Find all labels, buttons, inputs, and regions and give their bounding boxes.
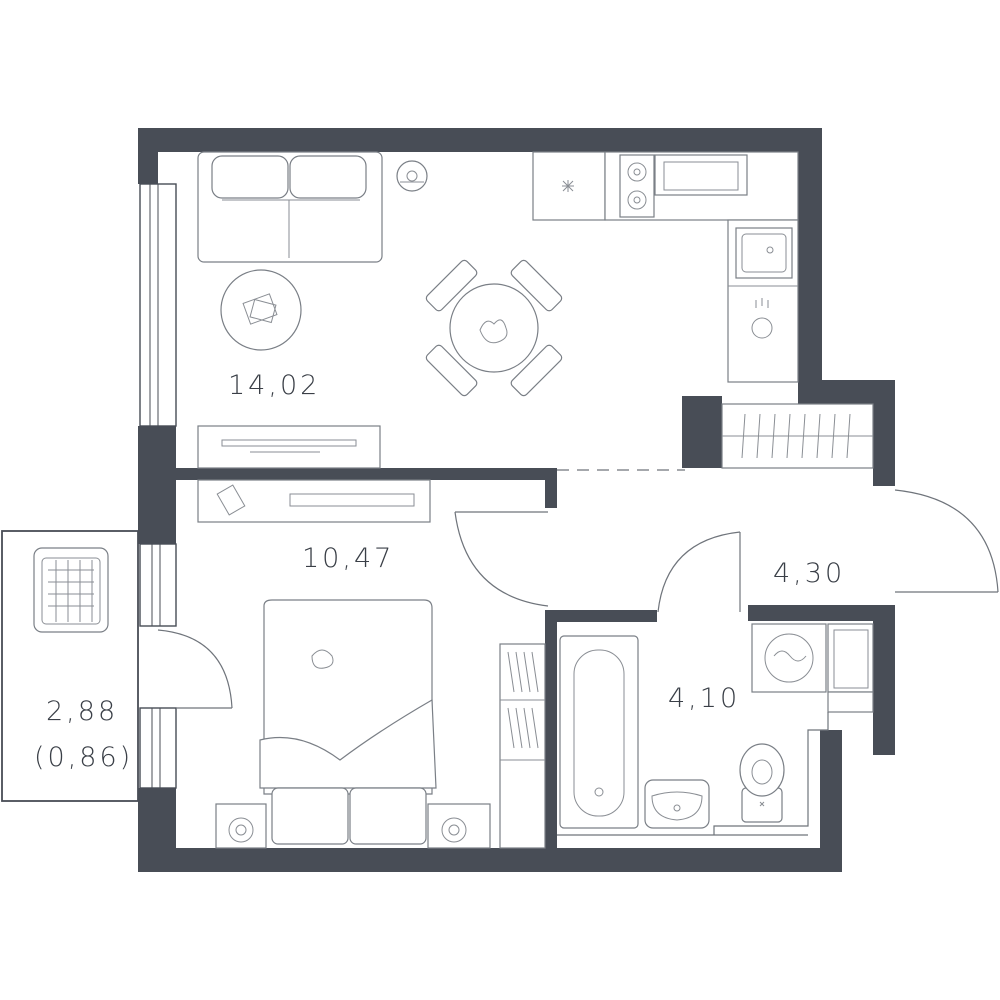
coffee-table-icon bbox=[220, 269, 302, 351]
tv-stand-icon bbox=[197, 425, 381, 469]
sofa-icon bbox=[197, 151, 383, 263]
bed-icon bbox=[259, 599, 437, 845]
steering-wheel-icon bbox=[396, 160, 428, 192]
door-swings bbox=[157, 489, 999, 709]
bedroom-area: 10,47 bbox=[302, 543, 395, 574]
windows bbox=[139, 183, 177, 789]
sink-icon bbox=[644, 779, 710, 829]
bathtub-icon bbox=[559, 635, 639, 829]
fan-icon bbox=[215, 803, 491, 849]
sink-icon bbox=[735, 227, 793, 279]
bathroom-area: 4,10 bbox=[668, 683, 741, 714]
dishwasher-icon bbox=[728, 285, 798, 339]
bathroom-partition bbox=[713, 712, 829, 835]
walls bbox=[138, 128, 895, 872]
living-kitchen-area: 14,02 bbox=[228, 370, 321, 401]
dining-table-icon bbox=[425, 259, 563, 397]
laundry-basket-icon bbox=[33, 547, 109, 633]
hallway-area: 4,30 bbox=[773, 558, 846, 589]
stove-icon bbox=[619, 154, 655, 218]
washing-machine-icon bbox=[751, 623, 827, 693]
toilet-icon bbox=[739, 743, 785, 823]
desk-icon bbox=[197, 479, 431, 523]
wardrobe-icon bbox=[721, 403, 874, 469]
oven-icon bbox=[654, 154, 748, 196]
balcony-area: 2,88 bbox=[46, 696, 119, 727]
shelf-icon bbox=[499, 643, 546, 849]
dryer-icon bbox=[827, 623, 874, 713]
interior-partitions bbox=[557, 469, 808, 836]
balcony-reduced-area: (0,86) bbox=[34, 742, 134, 773]
